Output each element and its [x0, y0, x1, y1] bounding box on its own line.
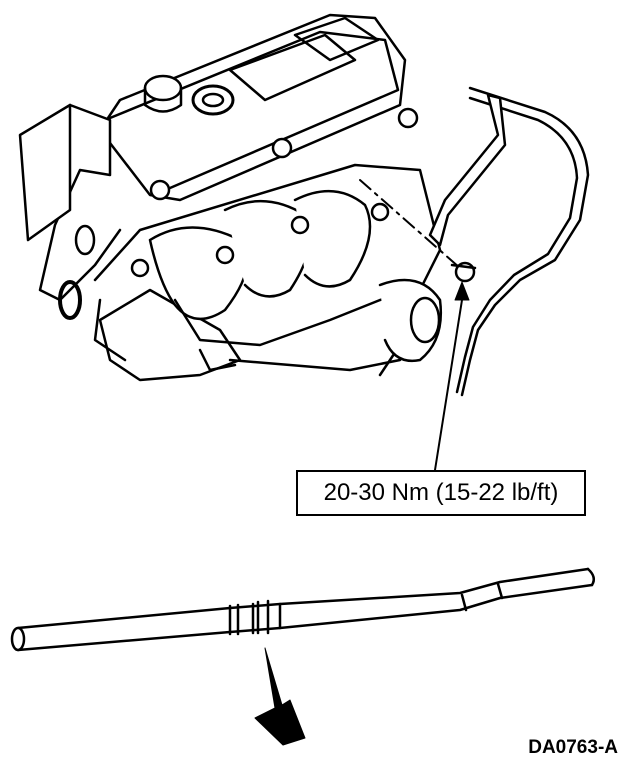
dipstick-tube-assembly	[359, 86, 590, 397]
dipstick-tube-detail	[10, 567, 596, 652]
engine-illustration	[18, 13, 442, 382]
pointer-arrow	[254, 647, 306, 746]
figure-id-label: DA0763-A	[528, 737, 618, 758]
torque-spec-callout: 20-30 Nm (15-22 lb/ft)	[296, 470, 586, 516]
callout-leader	[434, 281, 470, 471]
